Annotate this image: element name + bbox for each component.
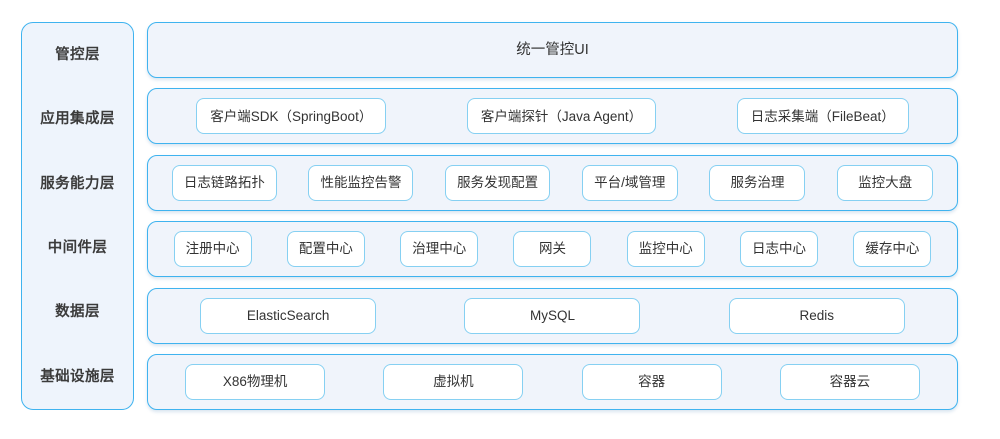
- chip-redis[interactable]: Redis: [728, 297, 905, 334]
- chip-gateway[interactable]: 网关: [513, 231, 592, 268]
- layer-name-infrastructure: 基础设施层: [40, 368, 115, 385]
- chip-cache-center[interactable]: 缓存中心: [853, 231, 932, 268]
- unified-management-ui-label: 统一管控UI: [516, 41, 589, 58]
- layer-row-middleware: 注册中心 配置中心 治理中心 网关 监控中心 日志中心 缓存中心: [147, 221, 958, 278]
- chip-log-trace-topology[interactable]: 日志链路拓扑: [171, 164, 277, 201]
- chip-log-collector[interactable]: 日志采集端（FileBeat）: [736, 98, 909, 135]
- chip-monitoring-dashboard[interactable]: 监控大盘: [837, 164, 934, 201]
- chip-virtual-machine[interactable]: 虚拟机: [383, 363, 524, 400]
- chip-mysql[interactable]: MySQL: [464, 297, 641, 334]
- chip-platform-domain-management[interactable]: 平台/域管理: [581, 164, 678, 201]
- layer-row-management: 统一管控UI: [147, 22, 958, 78]
- chip-group-data: ElasticSearch MySQL Redis: [157, 297, 948, 334]
- layer-name-application-integration: 应用集成层: [40, 111, 115, 128]
- layer-row-infrastructure: X86物理机 虚拟机 容器 容器云: [147, 353, 958, 410]
- chip-group-infrastructure: X86物理机 虚拟机 容器 容器云: [157, 363, 948, 400]
- layer-name-service-capability: 服务能力层: [40, 175, 115, 192]
- layer-rows: 统一管控UI 客户端SDK（SpringBoot） 客户端探针（Java Age…: [147, 22, 958, 410]
- layer-row-data: ElasticSearch MySQL Redis: [147, 287, 958, 344]
- layer-name-management: 管控层: [55, 46, 100, 63]
- chip-group-application-integration: 客户端SDK（SpringBoot） 客户端探针（Java Agent） 日志采…: [157, 98, 948, 135]
- chip-log-center[interactable]: 日志中心: [740, 231, 819, 268]
- chip-group-service-capability: 日志链路拓扑 性能监控告警 服务发现配置 平台/域管理 服务治理 监控大盘: [157, 164, 948, 201]
- chip-client-agent[interactable]: 客户端探针（Java Agent）: [466, 98, 657, 135]
- chip-monitoring-center[interactable]: 监控中心: [626, 231, 705, 268]
- chip-client-sdk[interactable]: 客户端SDK（SpringBoot）: [196, 98, 387, 135]
- layer-name-data: 数据层: [55, 304, 100, 321]
- layer-name-middleware: 中间件层: [47, 239, 108, 256]
- chip-config-center[interactable]: 配置中心: [286, 231, 365, 268]
- chip-elasticsearch[interactable]: ElasticSearch: [200, 297, 377, 334]
- chip-service-governance[interactable]: 服务治理: [709, 164, 806, 201]
- chip-x86-physical-machine[interactable]: X86物理机: [185, 363, 326, 400]
- chip-group-middleware: 注册中心 配置中心 治理中心 网关 监控中心 日志中心 缓存中心: [157, 231, 948, 268]
- chip-container[interactable]: 容器: [581, 363, 722, 400]
- chip-performance-monitoring-alert[interactable]: 性能监控告警: [308, 164, 414, 201]
- chip-governance-center[interactable]: 治理中心: [400, 231, 479, 268]
- chip-container-cloud[interactable]: 容器云: [779, 363, 920, 400]
- layer-row-service-capability: 日志链路拓扑 性能监控告警 服务发现配置 平台/域管理 服务治理 监控大盘: [147, 154, 958, 211]
- chip-registry-center[interactable]: 注册中心: [173, 231, 252, 268]
- layer-name-column: 管控层 应用集成层 服务能力层 中间件层 数据层 基础设施层: [21, 22, 134, 410]
- chip-service-discovery-config[interactable]: 服务发现配置: [445, 164, 551, 201]
- layer-row-application-integration: 客户端SDK（SpringBoot） 客户端探针（Java Agent） 日志采…: [147, 88, 958, 145]
